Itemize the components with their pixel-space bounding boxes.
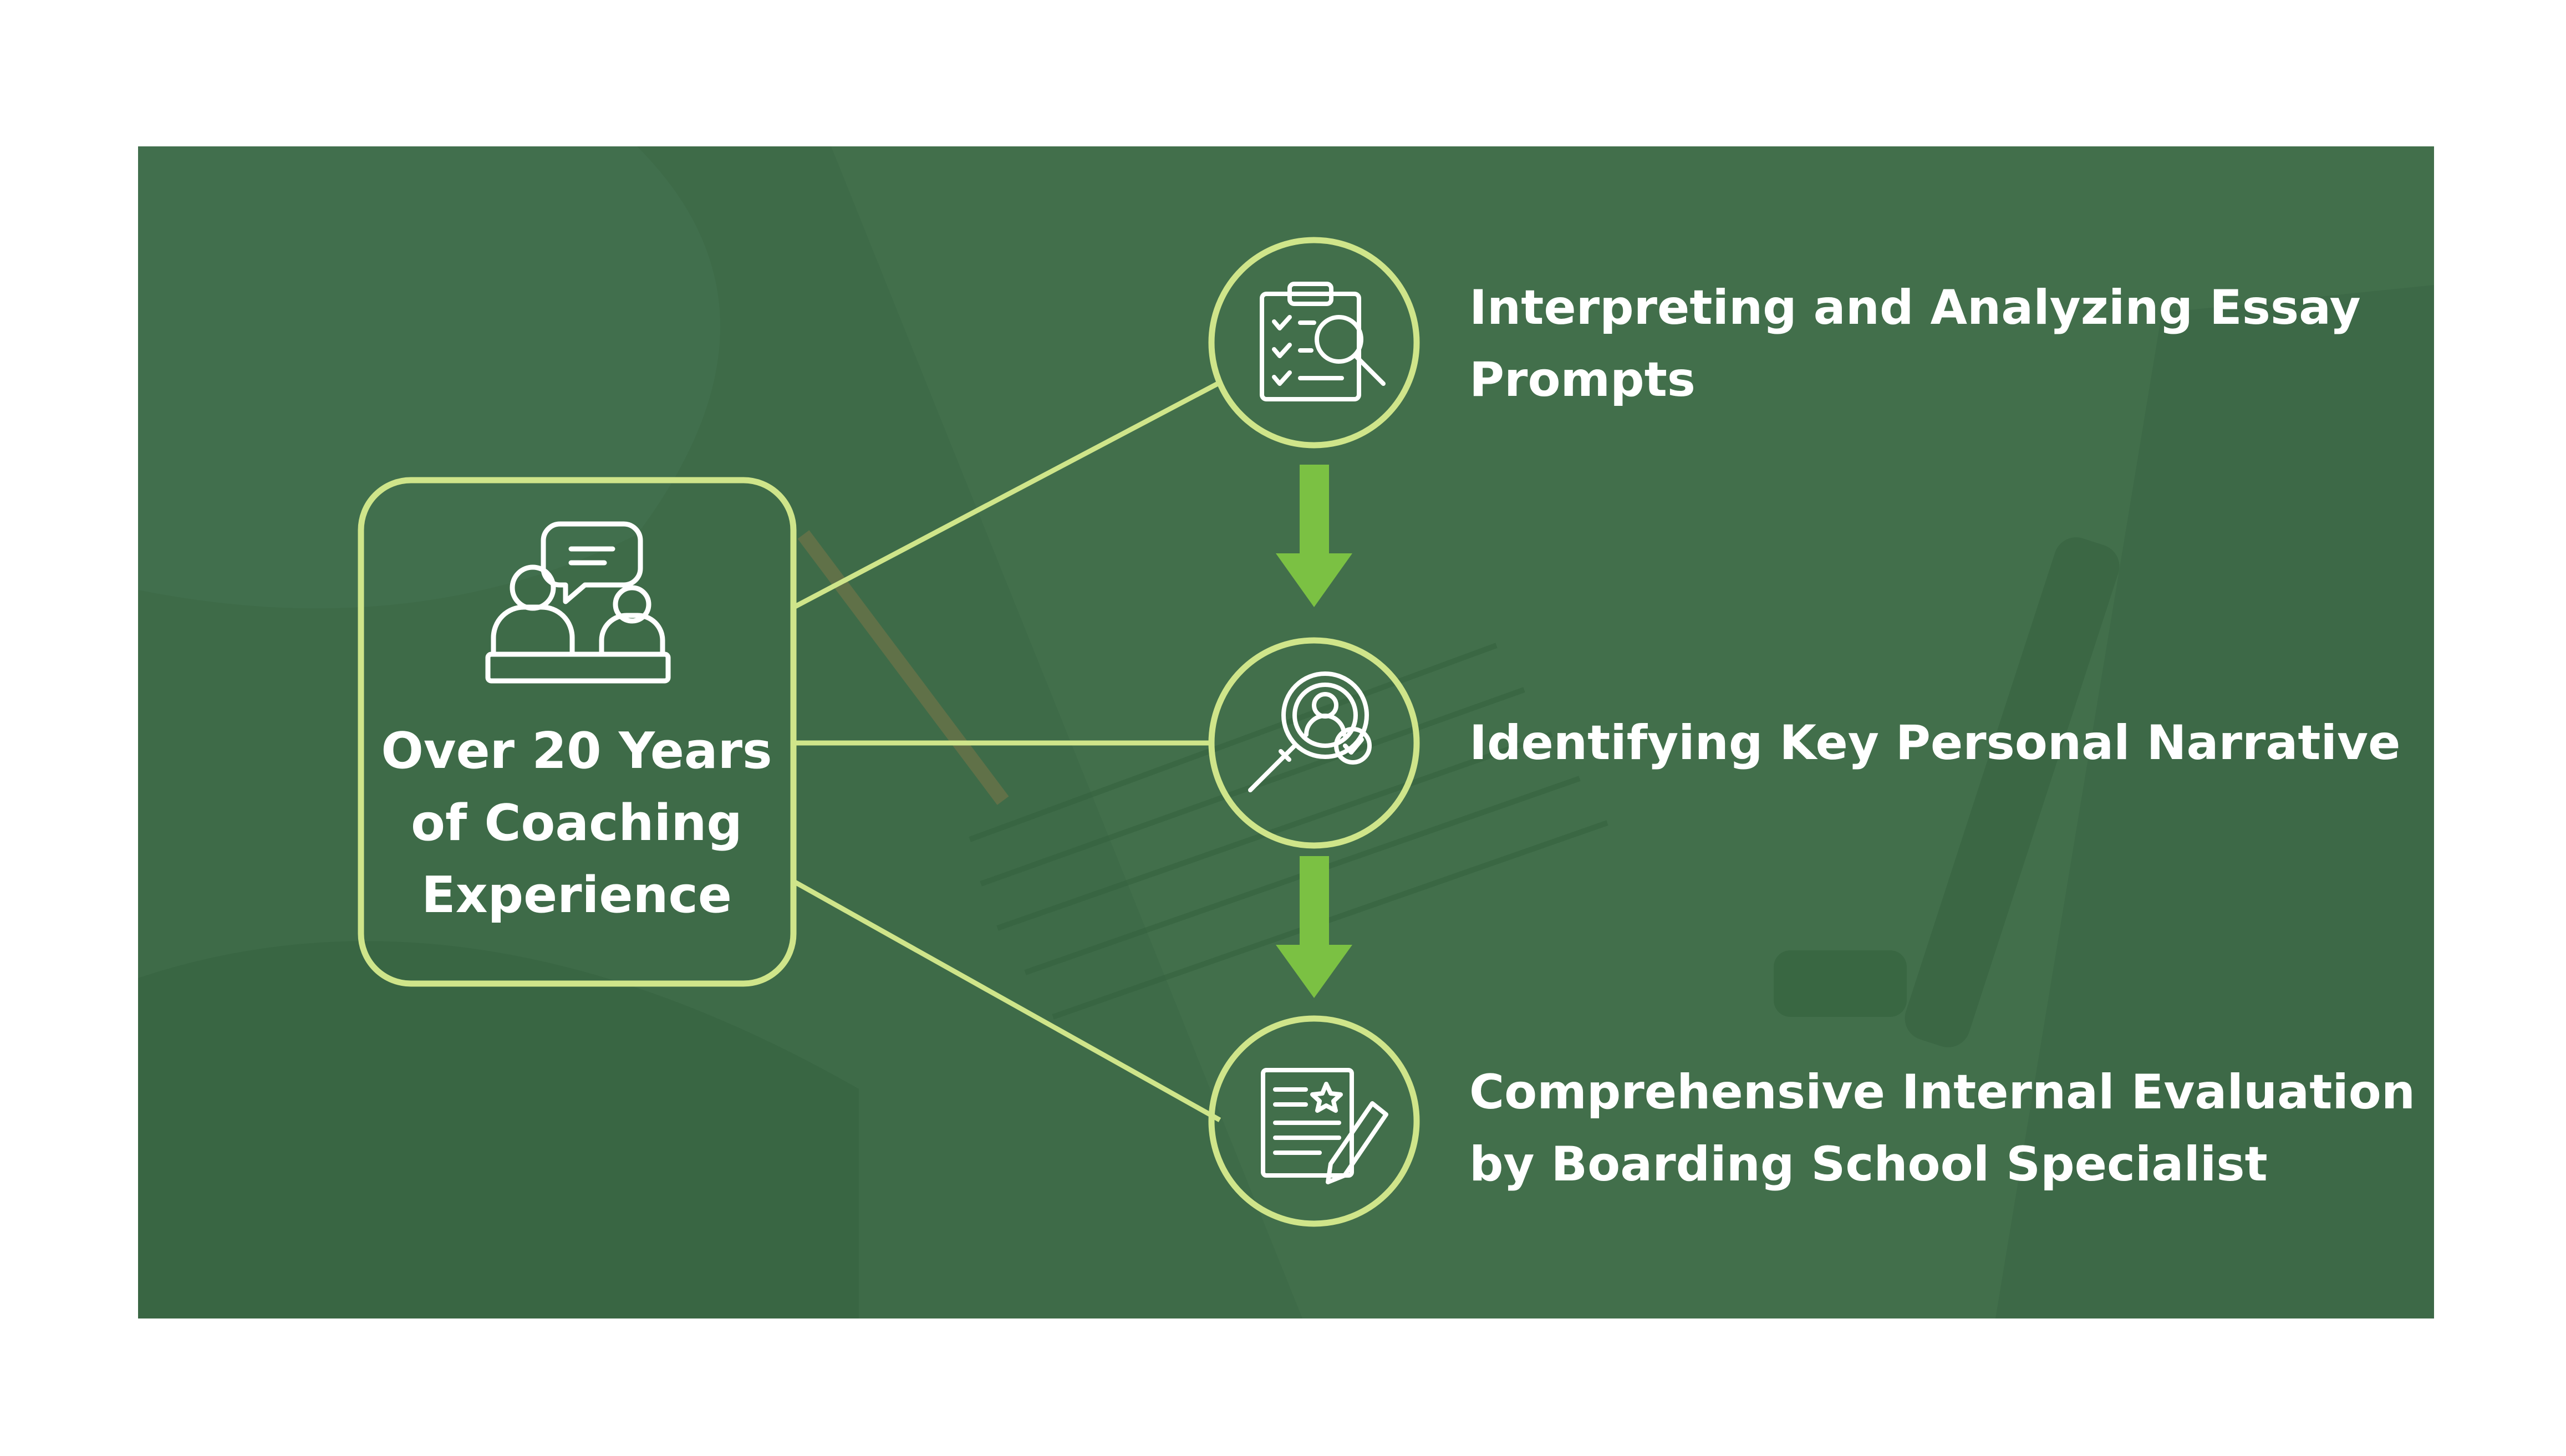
hub-label-line: Experience <box>421 866 732 924</box>
arrow-down-1 <box>1276 465 1352 607</box>
step-1-label-line: Prompts <box>1469 352 1696 408</box>
hub-label-line: Over 20 Years <box>381 722 772 780</box>
step-2-circle <box>1208 637 1420 849</box>
step-3-label-line: by Boarding School Specialist <box>1469 1137 2268 1192</box>
arrow-down-2 <box>1276 856 1352 998</box>
step-2-label: Identifying Key Personal Narrative <box>1469 707 2440 779</box>
hub-label-line: of Coaching <box>411 794 742 852</box>
coaching-conversation-icon <box>485 521 671 684</box>
clipboard-magnifier-icon <box>1260 282 1386 401</box>
hub-label: Over 20 Years of Coaching Experience <box>360 715 793 931</box>
step-3-circle <box>1208 1015 1420 1227</box>
step-3-label-line: Comprehensive Internal Evaluation <box>1469 1065 2416 1120</box>
person-search-icon <box>1248 671 1372 792</box>
connector-line-step-3 <box>792 879 1221 1122</box>
step-3-label: Comprehensive Internal Evaluation by Boa… <box>1469 1056 2440 1200</box>
connector-line-step-1 <box>792 380 1221 609</box>
step-1-circle <box>1208 237 1420 449</box>
background-photo-texture <box>138 146 2434 1318</box>
step-2-label-line: Identifying Key Personal Narrative <box>1469 715 2401 771</box>
green-background-panel <box>138 146 2434 1318</box>
step-1-label-line: Interpreting and Analyzing Essay <box>1469 280 2361 335</box>
hub-box <box>358 477 797 987</box>
step-1-label: Interpreting and Analyzing Essay Prompts <box>1469 272 2440 416</box>
document-star-pencil-icon <box>1261 1068 1388 1184</box>
